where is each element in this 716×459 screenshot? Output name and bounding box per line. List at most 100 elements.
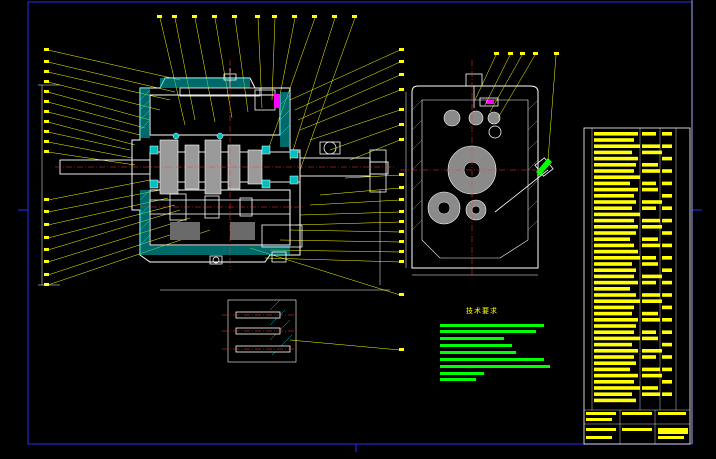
technical-requirements — [440, 324, 550, 381]
side-leader-tags — [494, 52, 559, 55]
parts-row-fill — [662, 367, 672, 372]
housing-hatch-lines — [139, 89, 291, 246]
parts-row-fill — [594, 311, 632, 316]
parts-row-fill — [662, 293, 672, 297]
side-leaders — [474, 54, 557, 161]
parts-row-fill — [642, 392, 660, 396]
parts-row-fill — [594, 287, 630, 291]
detail-rods — [235, 311, 291, 353]
parts-row-fill — [594, 280, 638, 285]
parts-row-fill — [662, 305, 672, 310]
parts-row-fill — [594, 150, 632, 155]
side-housing-hatch — [411, 99, 539, 231]
parts-row-fill — [642, 336, 658, 341]
parts-row-fill — [642, 163, 658, 167]
parts-row-fill — [662, 318, 672, 322]
parts-row-fill — [594, 144, 640, 148]
parts-row-fill — [594, 324, 636, 328]
parts-row-fill — [662, 231, 672, 235]
parts-row-fill — [642, 367, 660, 372]
parts-row-fill — [642, 200, 662, 204]
parts-row-fill — [642, 218, 660, 223]
parts-row-fill — [594, 318, 638, 322]
parts-row-fill — [594, 169, 634, 173]
parts-row-fill — [662, 280, 672, 285]
parts-row-fill — [594, 361, 636, 365]
bottom-fittings — [209, 251, 287, 265]
parts-row-fill — [642, 355, 656, 359]
parts-list-rows — [594, 132, 672, 403]
parts-row-fill — [642, 187, 658, 192]
side-dimensions — [405, 92, 538, 276]
parts-row-fill — [594, 237, 630, 241]
parts-row-fill — [642, 262, 658, 266]
parts-row-fill — [594, 175, 640, 179]
parts-row-fill — [594, 206, 632, 210]
parts-row-fill — [594, 268, 636, 272]
parts-row-fill — [594, 392, 632, 396]
parts-row-fill — [662, 181, 672, 186]
shift-detent-highlight — [274, 94, 280, 108]
parts-row-fill — [594, 256, 640, 260]
parts-row-fill — [594, 342, 632, 347]
technical-requirements-title: 技术要求 — [466, 307, 498, 315]
parts-row-fill — [662, 206, 672, 210]
parts-row-fill — [594, 299, 640, 303]
parts-row-fill — [594, 218, 634, 223]
parts-row-fill — [662, 355, 672, 359]
parts-row-fill — [594, 386, 640, 390]
side-centerlines — [400, 60, 545, 275]
title-block — [583, 127, 691, 445]
parts-row-fill — [662, 243, 672, 248]
parts-row-fill — [594, 380, 634, 384]
countershaft-gear-fill — [170, 222, 255, 240]
parts-row-fill — [594, 187, 638, 192]
parts-row-fill — [594, 156, 638, 161]
parts-row-fill — [642, 299, 662, 303]
parts-row-fill — [642, 132, 656, 136]
title-block-fills — [586, 412, 688, 439]
parts-row-fill — [594, 138, 634, 142]
parts-row-fill — [642, 349, 662, 353]
parts-row-fill — [662, 194, 672, 198]
parts-row-fill — [662, 380, 672, 384]
parts-row-fill — [662, 132, 672, 136]
side-section-view — [400, 52, 559, 276]
parts-row-fill — [642, 243, 660, 248]
parts-row-fill — [642, 225, 662, 229]
parts-row-fill — [642, 169, 660, 173]
top-leader-tags — [157, 15, 357, 18]
parts-row-fill — [594, 249, 638, 254]
parts-row-fill — [662, 156, 672, 161]
left-leader-tags — [44, 48, 49, 286]
parts-row-fill — [594, 305, 634, 310]
side-highlight-bar — [486, 100, 494, 104]
parts-row-fill — [594, 367, 630, 372]
parts-row-fill — [642, 293, 660, 297]
main-centerlines — [55, 60, 395, 270]
parts-row-fill — [662, 342, 672, 347]
parts-row-fill — [642, 311, 658, 316]
bearings — [149, 132, 299, 189]
parts-row-fill — [642, 318, 660, 322]
parts-row-fill — [594, 181, 630, 186]
parts-row-fill — [594, 274, 634, 279]
output-flange — [319, 141, 387, 193]
side-housing-outline — [411, 85, 539, 269]
parts-row-fill — [594, 330, 634, 334]
parts-row-fill — [594, 132, 638, 136]
parts-row-fill — [662, 144, 672, 148]
parts-row-fill — [594, 231, 636, 235]
parts-row-fill — [594, 163, 636, 167]
parts-row-fill — [594, 349, 638, 353]
parts-row-fill — [642, 237, 658, 241]
side-lever-knob — [536, 158, 552, 176]
parts-row-fill — [642, 256, 656, 260]
parts-row-fill — [642, 386, 658, 390]
parts-row-fill — [594, 336, 640, 341]
parts-row-fill — [642, 206, 656, 210]
parts-row-fill — [642, 373, 662, 378]
detail-view — [222, 299, 298, 363]
